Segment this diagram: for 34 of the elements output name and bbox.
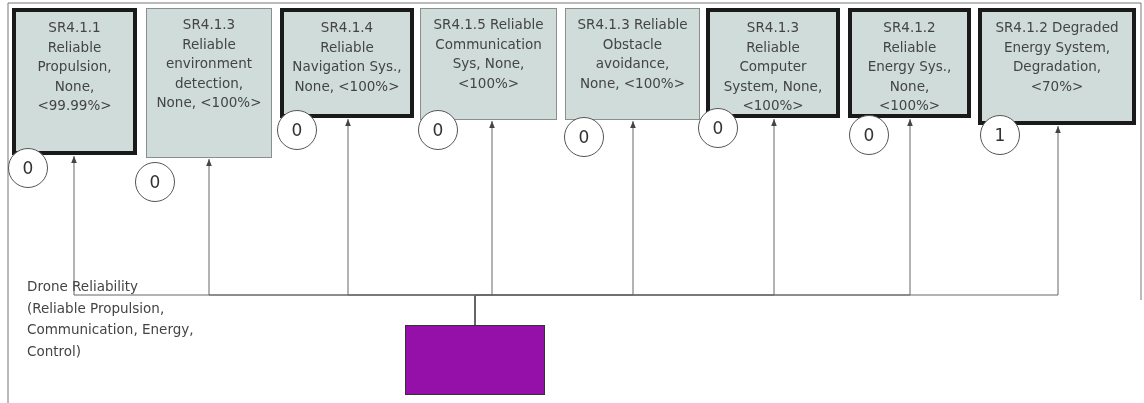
requirement-box bbox=[565, 8, 700, 120]
count-circle bbox=[698, 108, 738, 148]
count-number: 0 bbox=[578, 127, 590, 147]
count-circle bbox=[418, 110, 458, 150]
requirement-text: SR4.1.4 Reliable Navigation Sys., None, <100%> bbox=[292, 18, 402, 96]
count-number: 0 bbox=[291, 120, 303, 140]
count-circle bbox=[277, 110, 317, 150]
requirement-box bbox=[978, 8, 1136, 125]
tool-box bbox=[405, 325, 545, 395]
count-number: 0 bbox=[863, 125, 875, 145]
requirement-box bbox=[706, 8, 840, 118]
count-circle bbox=[8, 148, 48, 188]
count-number: 1 bbox=[994, 125, 1006, 145]
requirement-box bbox=[146, 8, 272, 158]
count-number: 0 bbox=[712, 118, 724, 138]
count-circle bbox=[564, 117, 604, 157]
count-number: 0 bbox=[432, 120, 444, 140]
requirement-text: SR4.1.5 Reliable Communication Sys, None, <100%> bbox=[432, 15, 545, 93]
requirement-text: SR4.1.2 Reliable Energy Sys., None, <100%> bbox=[866, 18, 953, 116]
note-text: Drone Reliability (Reliable Propulsion, Communication, Energy, Control) bbox=[27, 277, 195, 361]
requirement-box bbox=[420, 8, 557, 120]
requirement-text: SR4.1.3 Reliable environment detection, None, <100%> bbox=[155, 15, 263, 113]
count-number: 0 bbox=[22, 158, 34, 178]
count-circle bbox=[849, 115, 889, 155]
requirement-text: SR4.1.1 Reliable Propulsion, None, <99.99%> bbox=[36, 18, 113, 116]
requirement-text: SR4.1.2 Degraded Energy System, Degradation, <70%> bbox=[994, 18, 1120, 96]
requirement-box bbox=[848, 8, 971, 118]
count-circle bbox=[980, 115, 1020, 155]
count-number: 0 bbox=[149, 172, 161, 192]
requirement-box bbox=[12, 8, 137, 155]
requirement-text: SR4.1.3 Reliable Computer System, None, <100%> bbox=[722, 18, 824, 116]
count-circle bbox=[135, 162, 175, 202]
requirement-text: SR4.1.3 Reliable Obstacle avoidance, None, <100%> bbox=[576, 15, 689, 93]
requirement-box bbox=[280, 8, 414, 118]
